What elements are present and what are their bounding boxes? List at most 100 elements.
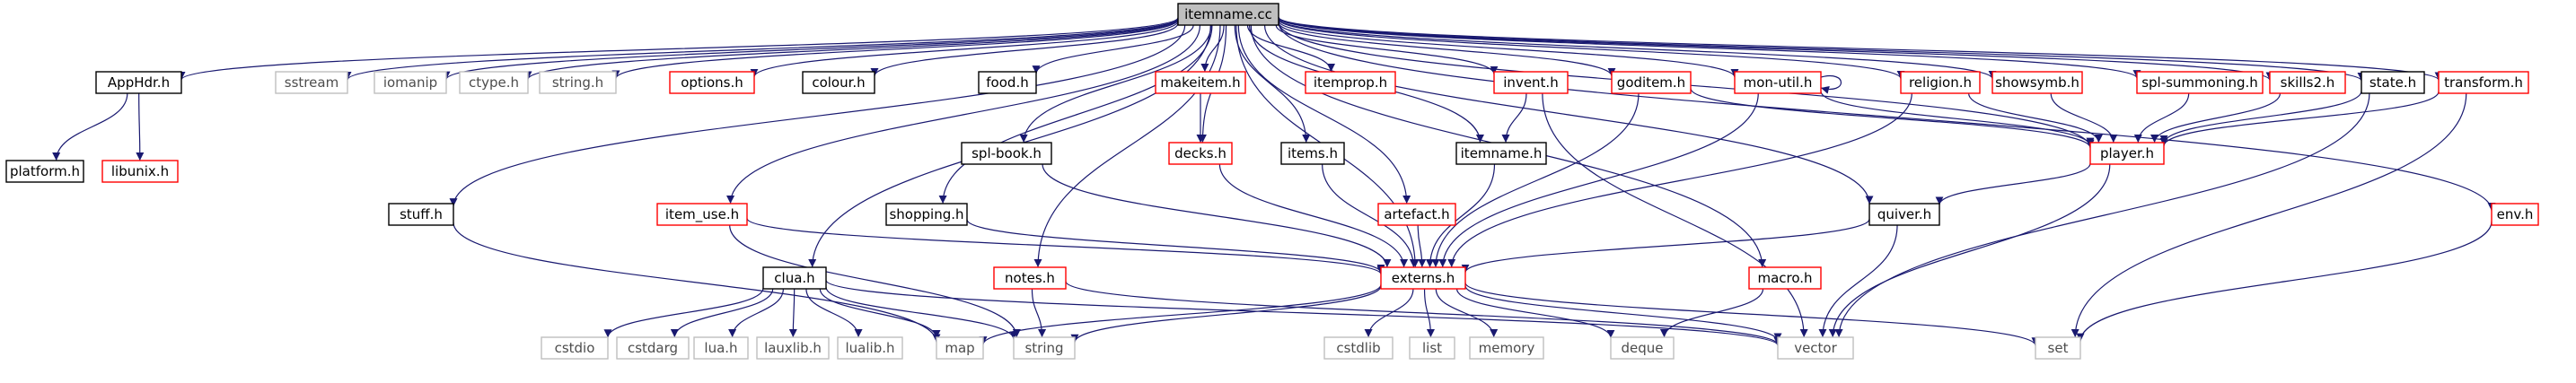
node-player[interactable]: player.h xyxy=(2089,142,2165,165)
node-AppHdr[interactable]: AppHdr.h xyxy=(95,71,182,94)
edge-AppHdr-to-platform xyxy=(52,92,128,161)
node-items[interactable]: items.h xyxy=(1280,142,1345,165)
node-string[interactable]: string xyxy=(1013,336,1076,360)
node-box xyxy=(541,336,609,360)
node-label: options.h xyxy=(681,74,743,91)
node-makeitem[interactable]: makeitem.h xyxy=(1155,71,1246,94)
edge-decks-to-externs xyxy=(1218,163,1409,268)
node-label: skills2.h xyxy=(2281,74,2335,91)
node-decks[interactable]: decks.h xyxy=(1168,142,1233,165)
node-transform[interactable]: transform.h xyxy=(2438,71,2529,94)
node-box xyxy=(2035,336,2081,360)
node-box xyxy=(95,71,182,94)
edge-splsummoning-to-player xyxy=(2133,92,2190,144)
edge-religion-to-player xyxy=(1967,92,2103,144)
node-shopping[interactable]: shopping.h xyxy=(885,203,968,226)
node-label: itemname.cc xyxy=(1184,6,1272,22)
node-box xyxy=(1493,71,1569,94)
edge-quiver-to-externs xyxy=(1461,218,1870,274)
node-splsummoning[interactable]: spl-summoning.h xyxy=(2136,71,2264,94)
node-colour[interactable]: colour.h xyxy=(802,71,875,94)
edge-externs-to-set xyxy=(1464,282,2040,346)
node-artefact[interactable]: artefact.h xyxy=(1377,203,1456,226)
node-box xyxy=(1155,71,1246,94)
edge-itemname_cc-to-transform xyxy=(1278,16,2443,81)
node-invent[interactable]: invent.h xyxy=(1493,71,1569,94)
node-monutil[interactable]: mon-util.h xyxy=(1734,71,1822,94)
node-label: lua.h xyxy=(704,340,737,356)
node-cstdio[interactable]: cstdio xyxy=(541,336,609,360)
node-showsymb[interactable]: showsymb.h xyxy=(1991,71,2083,94)
edge-clua-to-vector xyxy=(825,279,1782,346)
node-lauxlib[interactable]: lauxlib.h xyxy=(756,336,830,360)
edge-itemname_cc-to-skills2 xyxy=(1278,17,2274,81)
node-vector[interactable]: vector xyxy=(1777,336,1854,360)
node-goditem[interactable]: goditem.h xyxy=(1611,71,1692,94)
edge-itemname_cc-to-env xyxy=(1278,22,2496,211)
node-label: itemprop.h xyxy=(1314,74,1387,91)
node-state[interactable]: state.h xyxy=(2361,71,2425,94)
edge-itemname_cc-to-splsummoning xyxy=(1278,17,2141,79)
node-options[interactable]: options.h xyxy=(669,71,755,94)
node-itemprop[interactable]: itemprop.h xyxy=(1305,71,1396,94)
node-box xyxy=(275,71,348,94)
node-ctype[interactable]: ctype.h xyxy=(459,71,529,94)
node-box xyxy=(1469,336,1544,360)
edge-itemname_cc-to-item_use xyxy=(726,24,1201,205)
node-externs[interactable]: externs.h xyxy=(1380,266,1466,290)
node-itemname_h[interactable]: itemname.h xyxy=(1455,142,1547,165)
edge-stuff-to-map xyxy=(453,222,941,343)
edge-itemname_cc-to-food xyxy=(1032,24,1194,74)
node-iomanip[interactable]: iomanip xyxy=(374,71,447,94)
edge-state-to-vector xyxy=(1834,92,2370,338)
node-string_h[interactable]: string.h xyxy=(539,71,617,94)
node-list[interactable]: list xyxy=(1409,336,1455,360)
edge-externs-to-list xyxy=(1423,288,1435,338)
node-box xyxy=(1455,142,1547,165)
node-label: decks.h xyxy=(1174,145,1226,161)
node-clua[interactable]: clua.h xyxy=(762,266,827,290)
node-cstdarg[interactable]: cstdarg xyxy=(616,336,690,360)
node-lua[interactable]: lua.h xyxy=(693,336,749,360)
edge-clua-to-string xyxy=(825,286,1018,340)
node-splbook[interactable]: spl-book.h xyxy=(961,142,1052,165)
node-macro[interactable]: macro.h xyxy=(1748,266,1822,290)
node-label: macro.h xyxy=(1757,270,1812,286)
node-label: string.h xyxy=(552,74,603,91)
node-set[interactable]: set xyxy=(2035,336,2081,360)
node-libunix[interactable]: libunix.h xyxy=(101,160,179,183)
edge-itemname_cc-to-sstream xyxy=(343,17,1179,81)
edge-itemname_cc-to-state xyxy=(1278,16,2366,82)
node-box xyxy=(101,160,179,183)
node-deque[interactable]: deque xyxy=(1610,336,1675,360)
node-quiver[interactable]: quiver.h xyxy=(1868,203,1940,226)
node-sstream[interactable]: sstream xyxy=(275,71,348,94)
node-env[interactable]: env.h xyxy=(2491,203,2539,226)
node-stuff[interactable]: stuff.h xyxy=(388,203,454,226)
node-label: string xyxy=(1024,340,1063,356)
node-religion[interactable]: religion.h xyxy=(1900,71,1981,94)
node-box xyxy=(1380,266,1466,290)
node-map[interactable]: map xyxy=(936,336,984,360)
node-label: spl-summoning.h xyxy=(2141,74,2258,91)
node-box xyxy=(2491,203,2539,226)
node-label: notes.h xyxy=(1005,270,1055,286)
node-box xyxy=(978,71,1037,94)
node-skills2[interactable]: skills2.h xyxy=(2269,71,2346,94)
edge-clua-to-lua xyxy=(728,288,784,338)
node-platform[interactable]: platform.h xyxy=(5,160,84,183)
node-item_use[interactable]: item_use.h xyxy=(656,203,748,226)
node-label: map xyxy=(945,340,974,356)
node-cstdlib[interactable]: cstdlib xyxy=(1323,336,1394,360)
edge-itemname_cc-to-string_h xyxy=(611,19,1179,79)
node-lualib[interactable]: lualib.h xyxy=(837,336,903,360)
node-box xyxy=(756,336,830,360)
node-notes[interactable]: notes.h xyxy=(993,266,1067,290)
node-memory[interactable]: memory xyxy=(1469,336,1544,360)
node-food[interactable]: food.h xyxy=(978,71,1037,94)
node-box xyxy=(1409,336,1455,360)
edge-invent-to-itemname_h xyxy=(1501,92,1527,144)
node-box xyxy=(2361,71,2425,94)
edge-itemname_cc-to-itemprop xyxy=(1246,24,1335,73)
node-itemname_cc[interactable]: itemname.cc xyxy=(1177,3,1279,26)
